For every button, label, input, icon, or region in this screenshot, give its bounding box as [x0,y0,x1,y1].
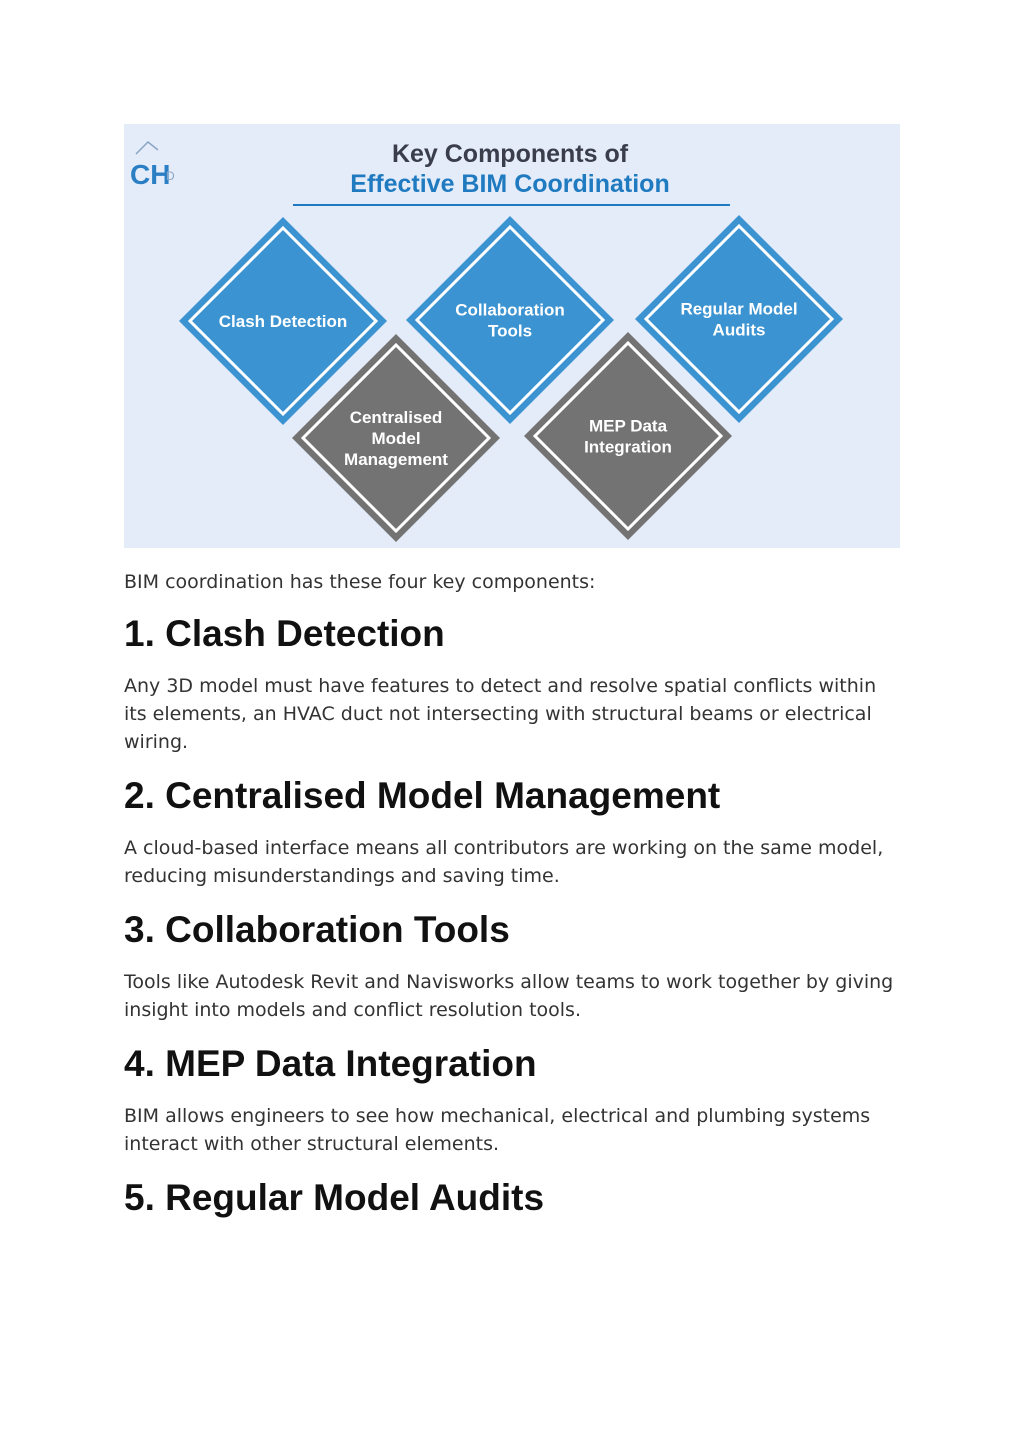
infographic-title-line2: Effective BIM Coordination [350,170,669,198]
section-body-collaboration-tools: Tools like Autodesk Revit and Navisworks… [124,971,894,1021]
diamond-label-clash-detection: Clash Detection [219,312,347,331]
diamond-outer-collaboration-tools [406,216,614,424]
diamond-border-centralised-model-management [300,342,492,534]
section-heading-collaboration-tools: 3. Collaboration Tools [124,909,510,950]
diamond-label-centralised-model-management: Model [371,429,420,448]
section-body-centralised-model-management: A cloud-based interface means all contri… [124,837,884,887]
diamond-outer-centralised-model-management [292,334,500,542]
logo-roof-icon [135,140,159,155]
diamond-label-regular-model-audits: Audits [713,321,766,340]
diamond-label-mep-data-integration: Integration [584,438,672,457]
intro-text: BIM coordination has these four key comp… [124,571,596,593]
diamond-clash-detection: Clash Detection [179,217,387,425]
logo-sub: D [166,169,175,183]
diamond-border-collaboration-tools [414,224,606,416]
section-body-clash-detection: Any 3D model must have features to detec… [124,675,877,753]
diamond-label-collaboration-tools: Collaboration [455,301,565,320]
section-heading-mep-data-integration: 4. MEP Data Integration [124,1043,537,1084]
article-content: BIM coordination has these four key comp… [124,568,900,1236]
section-heading-regular-model-audits: 5. Regular Model Audits [124,1177,545,1218]
diamond-outer-mep-data-integration [524,332,732,540]
infographic-image: CH D Key Components of Effective BIM Coo… [124,124,900,548]
diamond-border-clash-detection [187,225,379,417]
diamond-label-collaboration-tools: Tools [488,322,532,341]
diamond-label-mep-data-integration: MEP Data [589,417,668,436]
logo: CH D [130,140,175,190]
diamond-outer-regular-model-audits [635,215,843,423]
infographic-svg: CH D Key Components of Effective BIM Coo… [130,140,843,542]
diamond-border-regular-model-audits [643,223,835,415]
logo-text: CH [130,159,170,190]
section-heading-clash-detection: 1. Clash Detection [124,613,445,654]
section-heading-centralised-model-management: 2. Centralised Model Management [124,775,721,816]
section-body-mep-data-integration: BIM allows engineers to see how mechanic… [124,1105,871,1155]
diamond-outer-clash-detection [179,217,387,425]
diamond-border-mep-data-integration [532,340,724,532]
diamond-label-centralised-model-management: Management [344,450,448,469]
diamond-label-regular-model-audits: Regular Model [680,300,797,319]
infographic-title-line1: Key Components of [392,140,629,168]
diamond-label-centralised-model-management: Centralised [350,408,443,427]
